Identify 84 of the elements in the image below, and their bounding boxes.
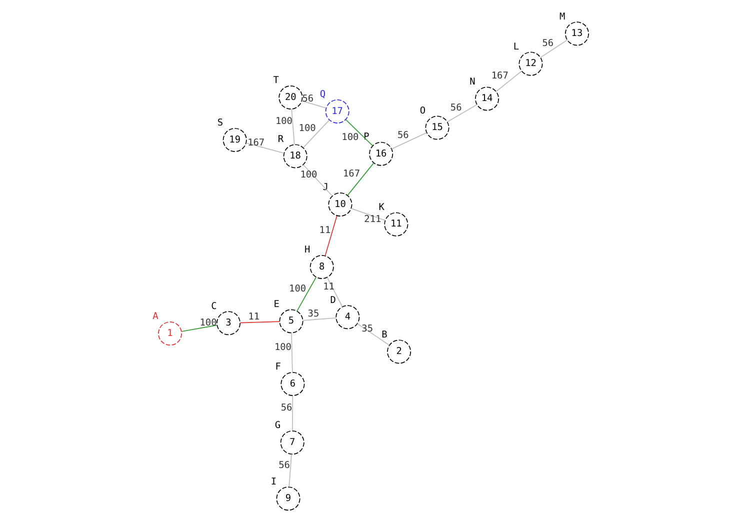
edge-label: 11 bbox=[318, 225, 330, 236]
node-circle: 8 bbox=[309, 254, 334, 279]
node-circle: 18 bbox=[282, 144, 307, 168]
node-label: P bbox=[363, 132, 369, 143]
edge-label: 100 bbox=[341, 132, 358, 144]
node-label: R bbox=[277, 134, 284, 145]
connector bbox=[344, 119, 373, 146]
node-label: A bbox=[152, 311, 158, 322]
connector bbox=[446, 104, 477, 122]
connector bbox=[356, 323, 390, 346]
edge-label: 100 bbox=[199, 318, 216, 329]
node-label: O bbox=[419, 105, 426, 116]
node-label: H bbox=[304, 244, 310, 256]
node-label: I bbox=[270, 476, 276, 488]
node-circle: 17 bbox=[324, 99, 349, 124]
node-label: G bbox=[274, 420, 280, 432]
edge-label: 11 bbox=[322, 281, 334, 292]
connector bbox=[296, 276, 316, 312]
node-label: J bbox=[322, 182, 328, 194]
node-circle: 5 bbox=[278, 309, 303, 334]
node-circle: 4 bbox=[335, 305, 360, 330]
edge-label: 35 bbox=[307, 308, 319, 320]
node-circle: 20 bbox=[278, 85, 302, 110]
connector bbox=[324, 216, 337, 256]
connector bbox=[302, 120, 330, 148]
edge-label: 100 bbox=[298, 123, 316, 134]
node-circle: 3 bbox=[216, 311, 240, 336]
node-label: K bbox=[378, 202, 384, 213]
connector bbox=[300, 100, 326, 108]
connector bbox=[540, 40, 568, 58]
node-circle: 16 bbox=[368, 142, 393, 166]
node-circle: 12 bbox=[518, 52, 542, 76]
edge-label: 100 bbox=[288, 283, 306, 294]
node-circle: 10 bbox=[328, 192, 352, 217]
connector bbox=[326, 276, 342, 308]
node-label: T bbox=[272, 75, 278, 86]
edge-label: 56 bbox=[450, 102, 462, 114]
connector bbox=[302, 318, 336, 321]
node-circle: 13 bbox=[564, 22, 588, 46]
connector bbox=[292, 395, 293, 432]
edge-label: 100 bbox=[274, 342, 291, 353]
edge-label: 11 bbox=[248, 311, 260, 322]
node-circle: 2 bbox=[386, 340, 411, 364]
connector bbox=[346, 162, 374, 196]
node-label: D bbox=[330, 294, 336, 306]
edge-label: 167 bbox=[342, 168, 360, 180]
node-label: Q bbox=[319, 89, 326, 100]
connector bbox=[288, 454, 292, 488]
node-circle: 19 bbox=[222, 128, 246, 152]
connector bbox=[290, 108, 294, 146]
connector bbox=[180, 324, 217, 332]
edge-label: 56 bbox=[280, 402, 292, 414]
edge-label: 100 bbox=[274, 116, 292, 128]
connector bbox=[390, 132, 427, 150]
edge-label: 56 bbox=[396, 130, 408, 142]
node-circle: 15 bbox=[424, 116, 449, 140]
node-label: N bbox=[469, 76, 475, 88]
connector bbox=[495, 70, 522, 92]
node-label: M bbox=[559, 11, 565, 22]
node-label: C bbox=[210, 300, 216, 312]
edge-label: 56 bbox=[542, 38, 554, 49]
node-label: E bbox=[273, 298, 279, 310]
node-label: S bbox=[216, 118, 223, 129]
node-circle: 6 bbox=[280, 372, 304, 396]
node-label: L bbox=[512, 41, 519, 52]
edge-label: 56 bbox=[302, 94, 314, 105]
node-circle: 14 bbox=[474, 86, 499, 111]
edge-label: 56 bbox=[278, 460, 290, 471]
connector bbox=[245, 142, 284, 154]
edge-label: 100 bbox=[300, 170, 317, 181]
node-circle: 11 bbox=[384, 212, 408, 236]
edge-label: 167 bbox=[490, 70, 508, 82]
node-label: F bbox=[274, 362, 280, 373]
node-label: B bbox=[381, 329, 387, 340]
connector bbox=[290, 332, 292, 373]
node-circle: 1 bbox=[158, 322, 182, 346]
node-circle: 7 bbox=[280, 430, 304, 455]
edge-label: 167 bbox=[247, 137, 264, 148]
node-circle: 9 bbox=[276, 486, 300, 511]
edge-label: 211 bbox=[364, 214, 381, 225]
connector bbox=[350, 208, 386, 221]
edge-label: 35 bbox=[361, 324, 373, 335]
connector bbox=[239, 321, 280, 324]
connector bbox=[302, 164, 332, 196]
